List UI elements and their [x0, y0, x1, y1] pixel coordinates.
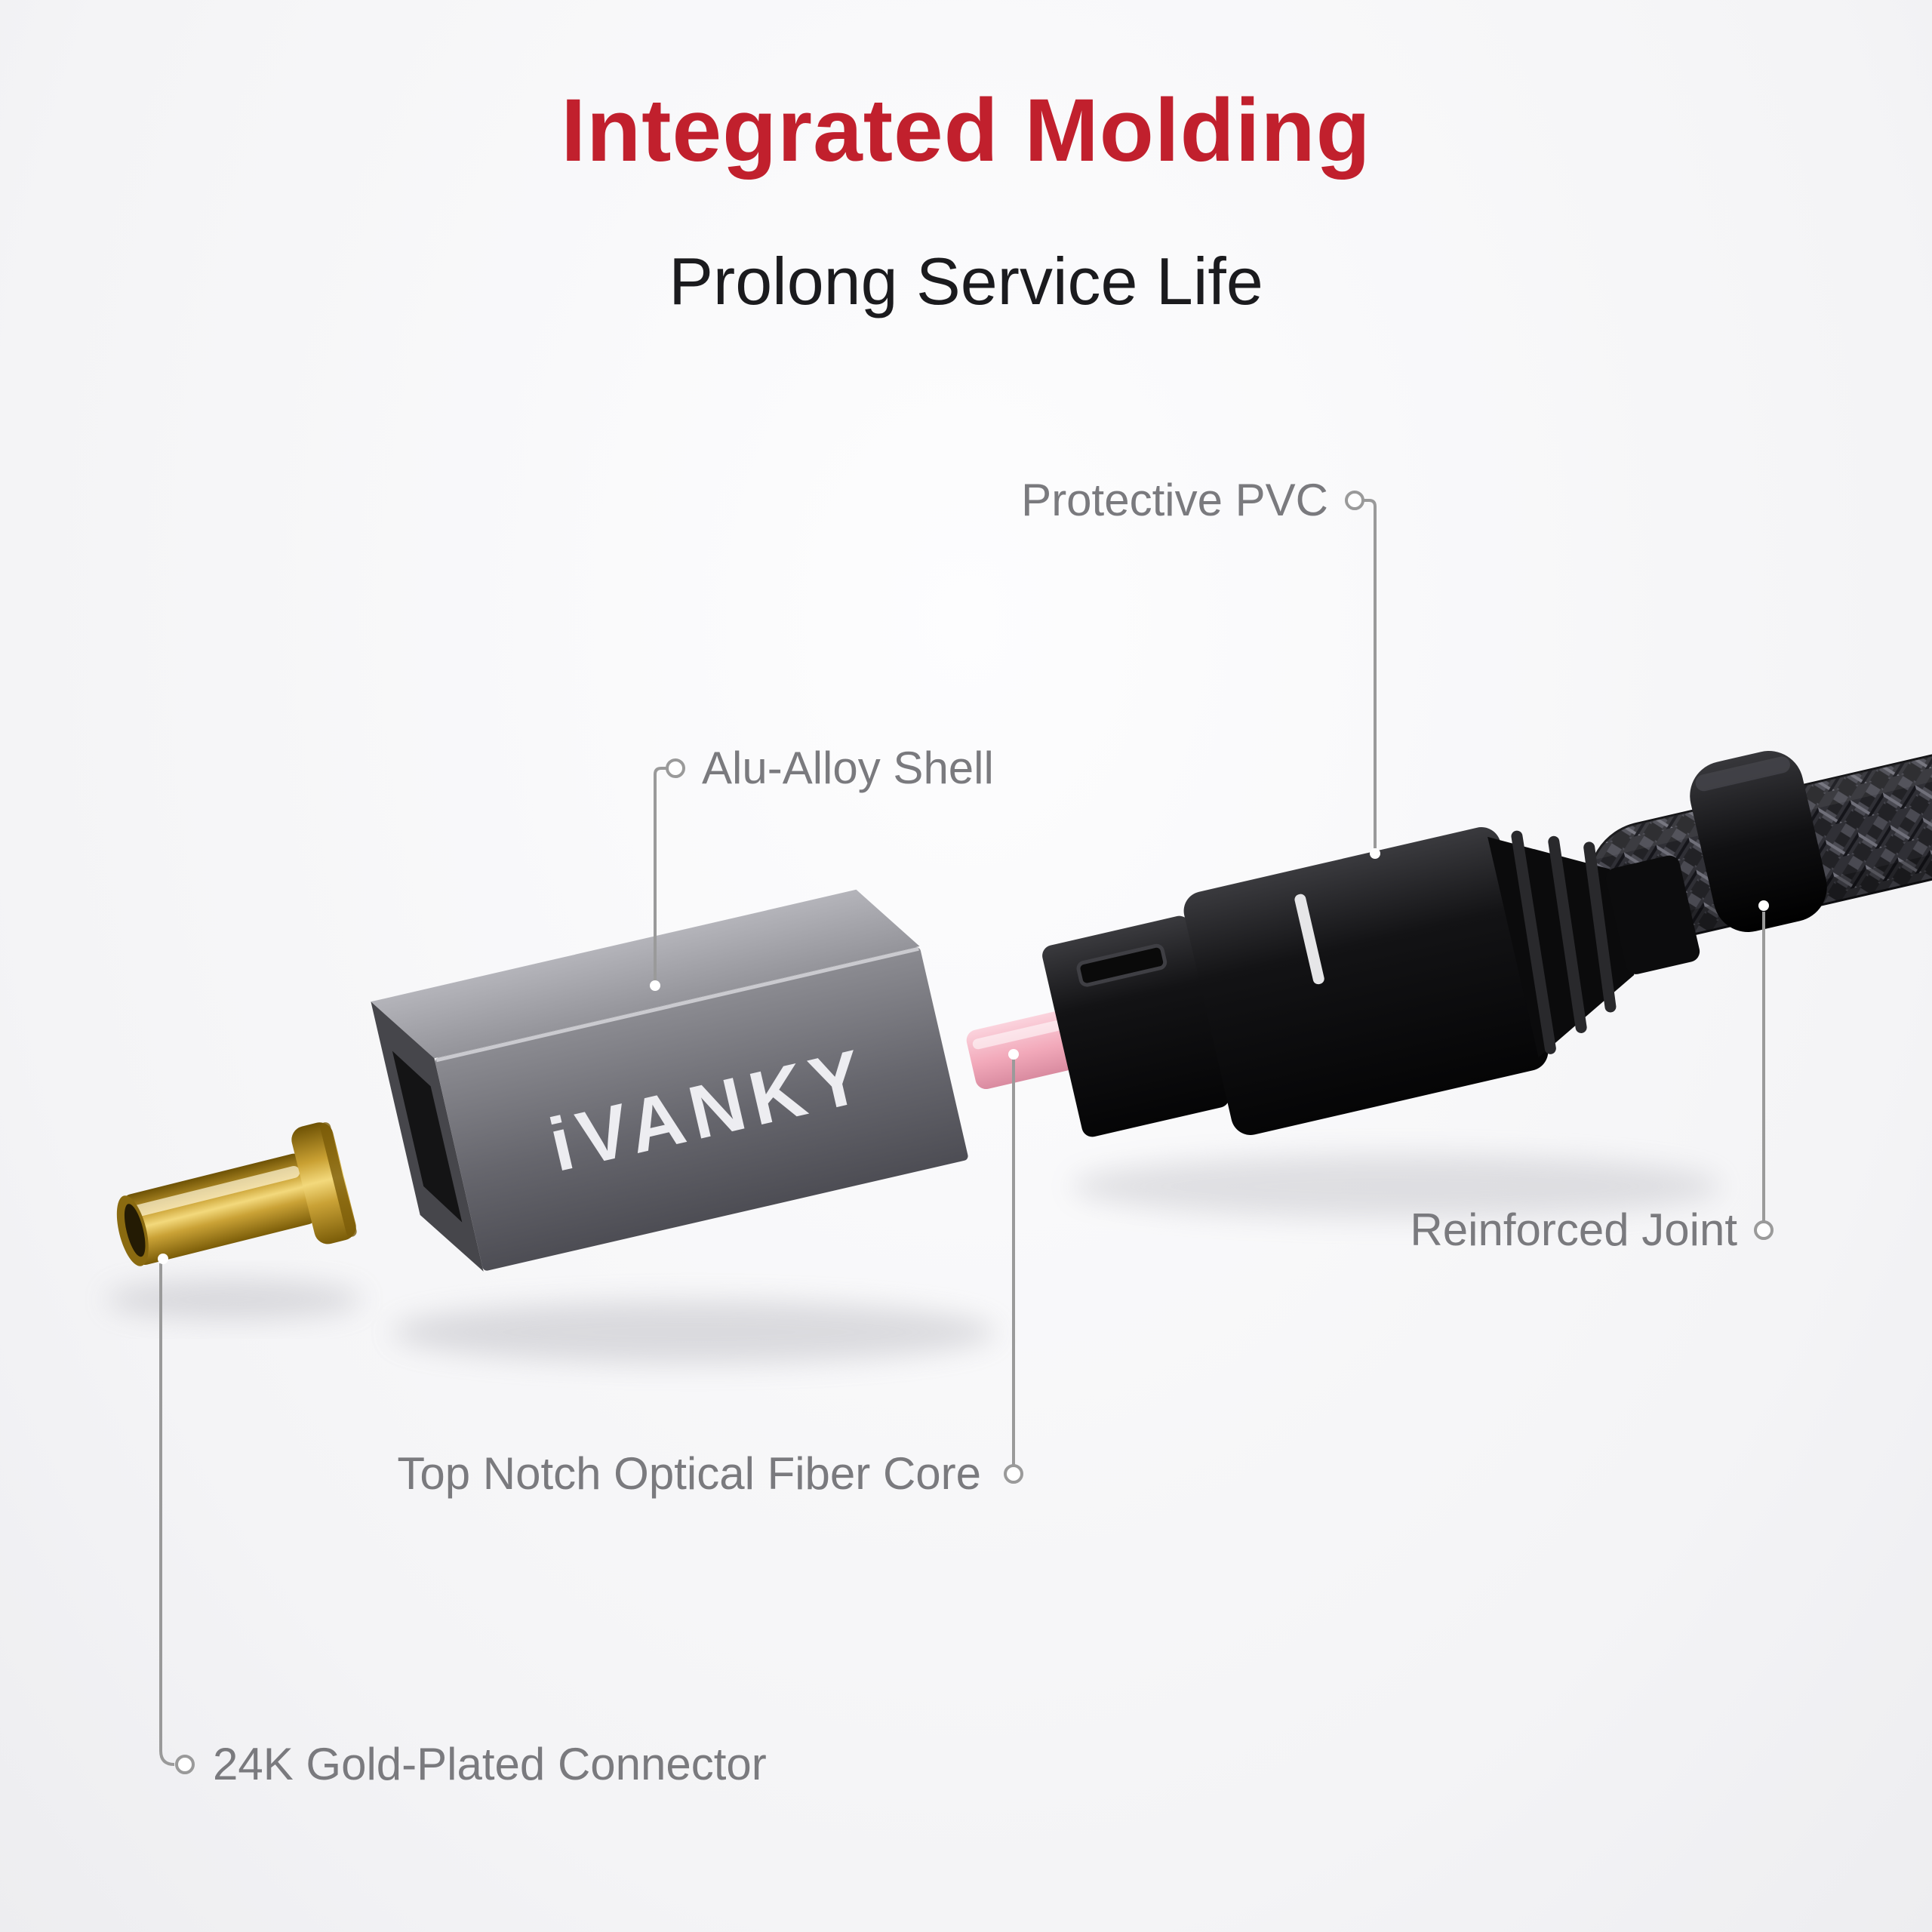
page-title: Integrated Molding: [561, 81, 1371, 180]
leader-dot-fiber-core: [1008, 1049, 1019, 1060]
leader-dot-reinforced-joint: [1758, 900, 1769, 911]
leader-dot-alu-shell: [650, 980, 660, 991]
leader-ring-protective-pvc: [1345, 491, 1364, 510]
shell-top-face: [371, 889, 920, 1059]
label-optical-fiber-core: Top Notch Optical Fiber Core: [397, 1448, 981, 1499]
leader-lines: [158, 491, 1774, 1774]
ground-shadows: [106, 1155, 1721, 1364]
shell-open-hole: [392, 1051, 463, 1223]
alu-shell-art: iVANKY: [371, 889, 968, 1272]
label-reinforced-joint: Reinforced Joint: [1410, 1204, 1737, 1255]
label-gold-connector: 24K Gold-Plated Connector: [213, 1739, 767, 1789]
leader-ring-reinforced-joint: [1754, 1220, 1774, 1240]
page-subtitle: Prolong Service Life: [669, 244, 1263, 318]
leader-ring-gold-connector: [175, 1755, 195, 1774]
leader-ring-fiber-core: [1004, 1464, 1023, 1484]
label-alu-alloy-shell: Alu-Alloy Shell: [702, 743, 994, 793]
toslink-body-art: [1183, 827, 1700, 1135]
leader-dot-gold-connector: [158, 1254, 168, 1264]
toslink-key-notch: [1076, 943, 1168, 987]
leader-dot-protective-pvc: [1370, 848, 1380, 859]
cable-neck: [1605, 855, 1700, 974]
gold-connector-art: [116, 1122, 357, 1266]
toslink-head-art: [1042, 915, 1229, 1137]
leader-ring-alu-shell: [666, 758, 685, 778]
reinforced-joint-ring-art: [1690, 751, 1827, 932]
gloss-highlight: [1294, 894, 1324, 985]
label-protective-pvc: Protective PVC: [1021, 475, 1328, 525]
